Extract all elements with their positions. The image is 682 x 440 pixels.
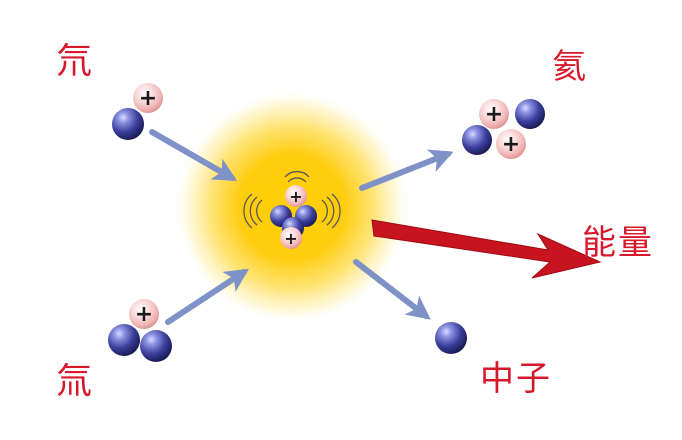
tritium-nucleus: +	[108, 299, 172, 362]
neutron	[108, 324, 140, 356]
neutron	[462, 125, 492, 155]
arrow-deuterium-in	[149, 129, 238, 181]
neutron	[140, 330, 172, 362]
proton-plus: +	[485, 102, 503, 127]
energy-label: 能量	[582, 223, 654, 263]
neutron-label: 中子	[480, 359, 552, 399]
helium-nucleus: + +	[462, 99, 545, 159]
proton-plus: +	[502, 132, 520, 157]
proton	[280, 227, 302, 249]
free-neutron	[435, 322, 467, 354]
fusion-glow	[174, 89, 410, 325]
energy-arrow	[371, 219, 602, 279]
deuterium-label: 氘	[56, 41, 93, 82]
proton-plus: +	[284, 229, 297, 248]
proton	[129, 299, 159, 329]
proton-plus: +	[139, 86, 157, 111]
proton	[479, 99, 509, 129]
arrow-neutron-out	[353, 259, 431, 320]
proton-plus: +	[135, 302, 153, 327]
fusing-cluster: + +	[270, 185, 317, 249]
proton	[133, 83, 163, 113]
tritium-label: 氚	[56, 361, 93, 402]
proton	[496, 129, 526, 159]
vibration-lines	[243, 171, 341, 229]
neutron	[515, 99, 545, 129]
deuterium-nucleus: +	[112, 83, 163, 140]
proton	[285, 185, 307, 207]
arrow-tritium-in	[165, 268, 250, 325]
helium-label: 氦	[552, 47, 586, 87]
arrow-helium-out	[359, 149, 454, 191]
proton-plus: +	[289, 187, 302, 206]
neutron	[112, 108, 144, 140]
